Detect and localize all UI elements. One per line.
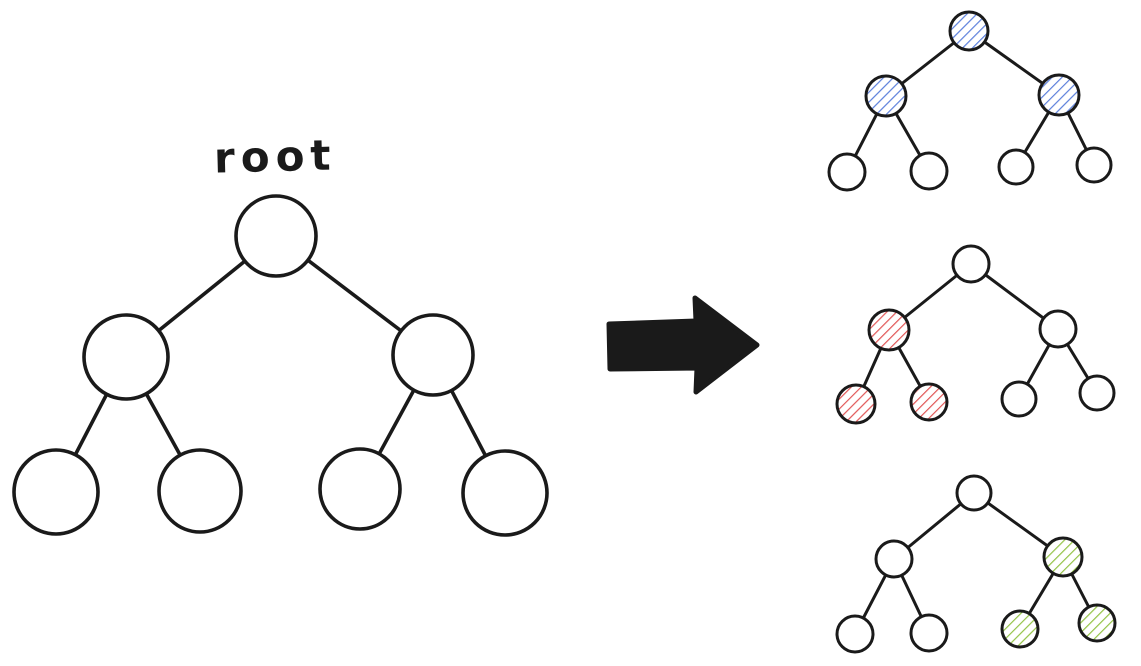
subtree-root-blue-node-right-left: [997, 148, 1035, 186]
main-tree-node-left-right: [157, 448, 243, 534]
subtree-right-green-node-left-left: [835, 614, 875, 654]
subtree-left-red-node-left: [867, 308, 911, 352]
subtree-root-blue-node-right: [1037, 73, 1081, 117]
root-label: root: [213, 130, 338, 183]
main-tree-node-right: [391, 313, 475, 397]
subtree-right-green-node-right-left: [1000, 609, 1040, 649]
main-tree-node-left-left: [12, 448, 100, 536]
subtree-root-blue-node-root: [948, 10, 990, 52]
main-tree-node-left: [82, 313, 170, 401]
subtree-right-green-node-root: [955, 474, 993, 512]
main-tree-node-root: [234, 194, 318, 278]
subtree-left-red-node-root: [951, 244, 991, 284]
subtree-root-blue-node-left: [864, 74, 908, 118]
subtree-left-red-node-right-right: [1078, 374, 1116, 412]
main-tree-node-right-right: [461, 449, 549, 537]
subtree-right-green-node-right: [1042, 536, 1084, 578]
subtree-left-red-node-right: [1038, 309, 1078, 349]
subtree-left-red-node-left-right: [909, 382, 949, 422]
subtree-right-green-node-left: [874, 539, 914, 579]
subtree-right-green-node-left-right: [909, 613, 949, 653]
subtree-root-blue: [827, 10, 1113, 192]
subtree-left-red: [835, 244, 1116, 425]
subtree-left-red-node-right-left: [1000, 380, 1038, 418]
subtree-left-red-node-left-left: [835, 383, 877, 425]
main-tree: [12, 194, 549, 537]
subtree-right-green-node-right-right: [1077, 603, 1117, 643]
subtree-right-green: [835, 474, 1117, 654]
subtree-root-blue-node-left-right: [909, 151, 949, 191]
subtree-root-blue-node-right-right: [1075, 146, 1113, 184]
transform-arrow-icon: [606, 295, 760, 395]
main-tree-node-right-left: [318, 447, 402, 531]
subtree-root-blue-node-left-left: [827, 152, 867, 192]
